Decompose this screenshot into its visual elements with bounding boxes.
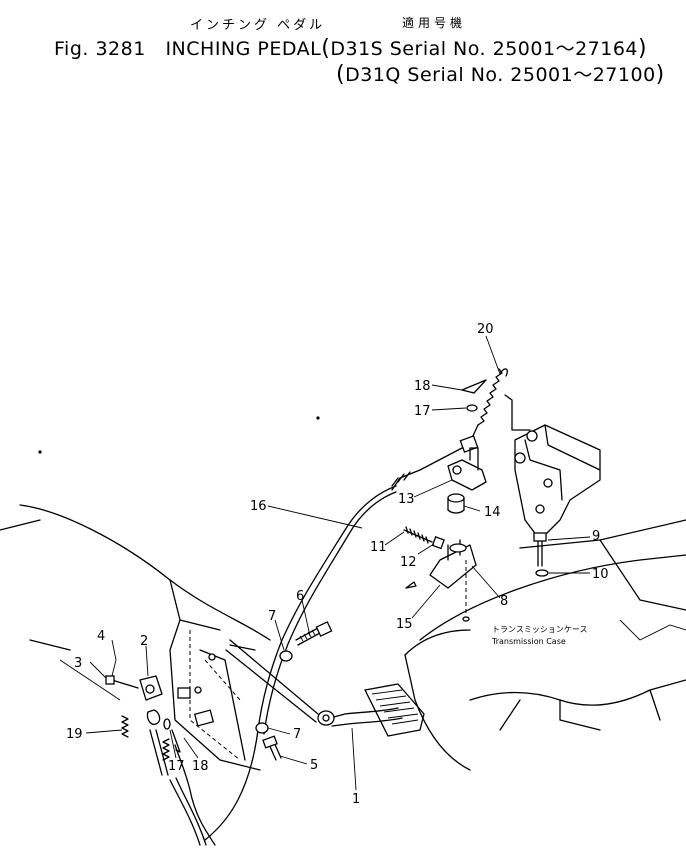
- callout-labels: 20 18 17 13 14 16 11 12 9 10 15 8 7 6 4 …: [66, 322, 609, 807]
- callout-2: 2: [140, 634, 148, 649]
- serial-range-d31s: D31S Serial No. 25001～27164: [330, 38, 639, 60]
- figure-heading-line-2: (D31Q Serial No. 25001～27100): [336, 60, 665, 87]
- cotter-pin-upper: [461, 379, 487, 394]
- callout-20: 20: [477, 322, 494, 337]
- transmission-case: トランスミッションケース Transmission Case: [404, 519, 686, 771]
- figure-label: Fig. 3281: [54, 38, 146, 60]
- callout-4: 4: [97, 629, 105, 644]
- cable-clamp-bolts: [255, 621, 333, 761]
- callout-14: 14: [484, 505, 501, 520]
- japanese-title: インチング ペダル: [190, 18, 326, 33]
- callout-3: 3: [74, 656, 82, 671]
- callout-8: 8: [500, 594, 508, 609]
- callout-18-lower: 18: [192, 759, 209, 774]
- callout-5: 5: [310, 758, 318, 773]
- callout-17-lower: 17: [168, 759, 185, 774]
- close-paren-2: ): [655, 62, 665, 87]
- callout-16: 16: [250, 499, 267, 514]
- callout-17: 17: [414, 404, 431, 419]
- leader-lines: [85, 335, 591, 791]
- callout-11: 11: [370, 540, 387, 555]
- callout-18: 18: [414, 379, 431, 394]
- callout-7-lower: 7: [293, 727, 301, 742]
- figure-heading: Fig. 3281 INCHING PEDAL(D31S Serial No. …: [54, 34, 647, 61]
- serial-range-d31q: D31Q Serial No. 25001～27100: [345, 64, 656, 86]
- pedal-bracket: [105, 675, 181, 753]
- open-paren: (: [321, 36, 331, 61]
- inching-pedal: [225, 639, 425, 737]
- figure-title: INCHING PEDAL: [165, 38, 322, 60]
- valve-bracket: [405, 539, 477, 622]
- callout-10: 10: [592, 567, 609, 582]
- open-paren-2: (: [336, 62, 346, 87]
- japanese-applicability-label: 適用号機: [402, 16, 467, 30]
- transmission-case-label-en: Transmission Case: [491, 637, 566, 646]
- callout-1: 1: [352, 792, 360, 807]
- callout-12: 12: [400, 555, 417, 570]
- washer-upper: [466, 404, 478, 412]
- valve-lever: [447, 447, 487, 491]
- stop-bolt: [403, 526, 445, 550]
- return-spring: [471, 368, 508, 439]
- callout-6: 6: [296, 589, 304, 604]
- callout-19: 19: [66, 727, 83, 742]
- inching-cable: [149, 435, 479, 846]
- close-paren: ): [638, 36, 648, 61]
- floor-plate: [0, 504, 271, 771]
- speck-mark-2: [316, 416, 320, 420]
- callout-9: 9: [592, 529, 600, 544]
- speck-mark: [38, 450, 42, 454]
- bushing: [447, 493, 465, 514]
- callout-15: 15: [396, 617, 413, 632]
- callout-13: 13: [398, 492, 415, 507]
- callout-7-upper: 7: [268, 609, 276, 624]
- control-valve-block: [504, 394, 601, 541]
- transmission-case-label-jp: トランスミッションケース: [492, 625, 587, 634]
- mounting-bolt: [533, 532, 549, 577]
